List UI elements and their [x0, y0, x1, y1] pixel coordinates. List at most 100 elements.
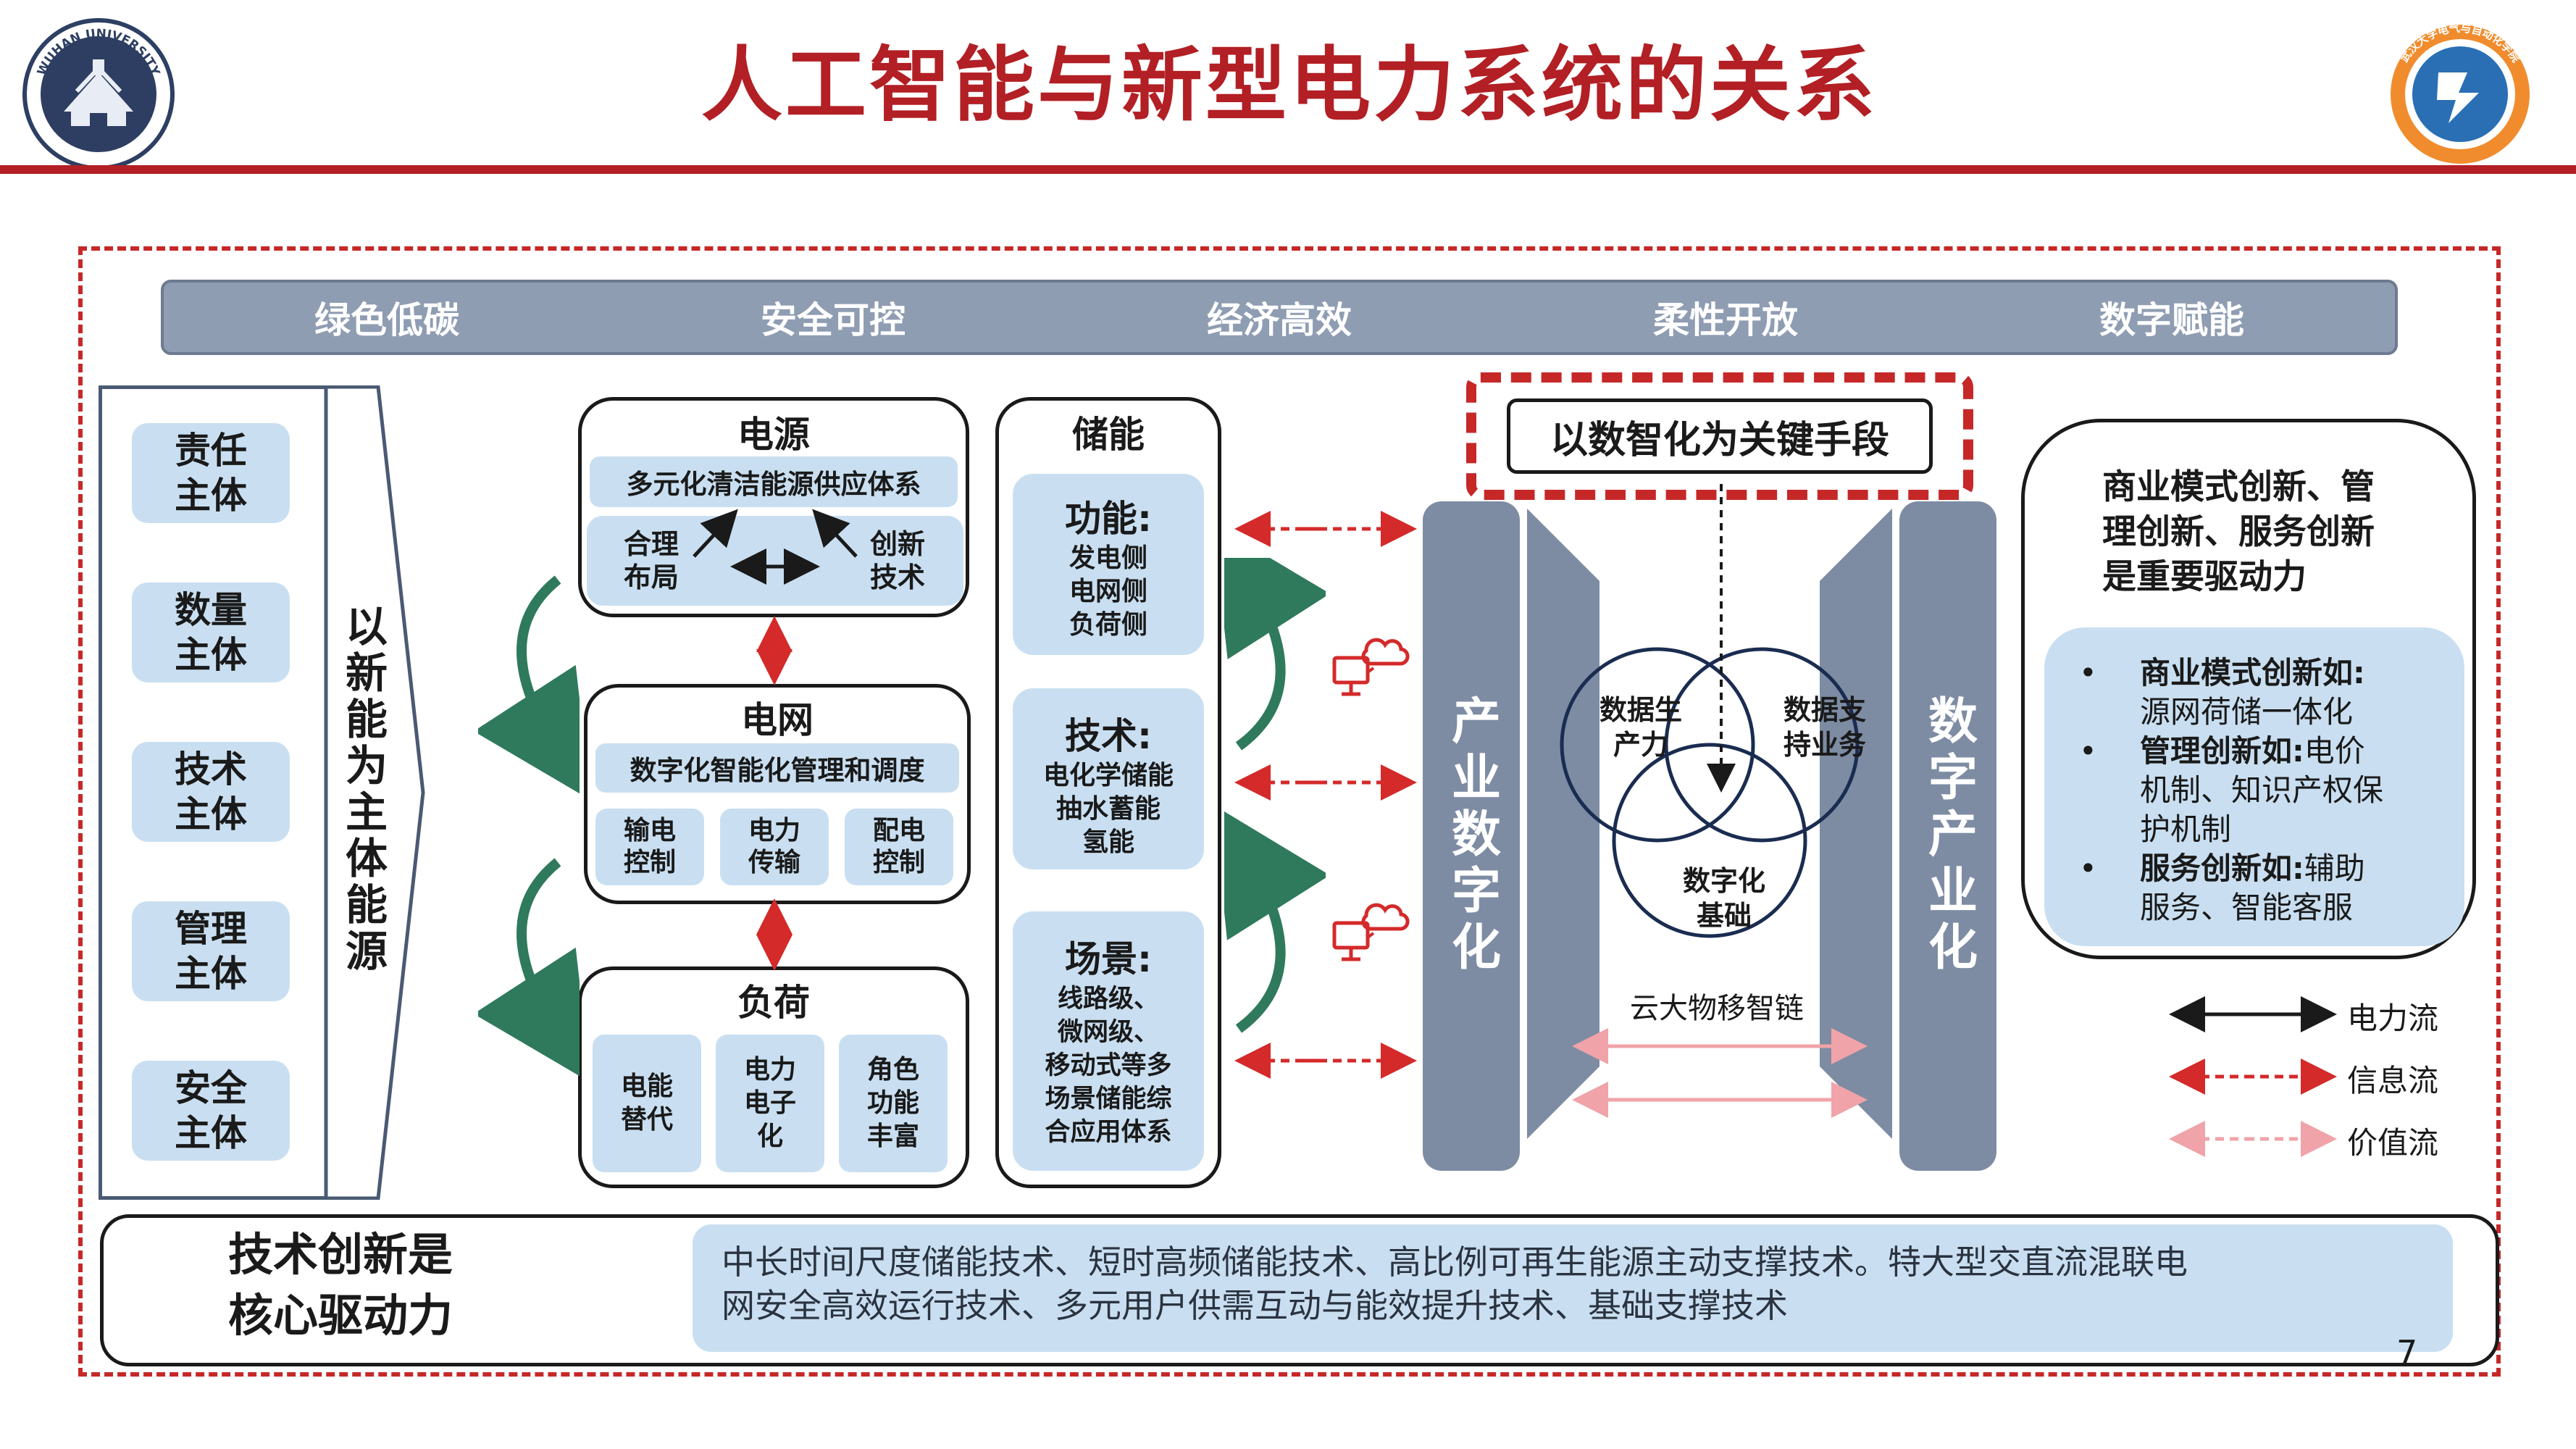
header-divider: [0, 165, 2576, 174]
load-item-line: 丰富: [866, 1122, 919, 1151]
storage-function-line: 负荷侧: [1069, 610, 1147, 640]
bullet-line: 服务、智能客服: [2140, 890, 2354, 925]
bullet-dot: •: [2079, 851, 2097, 886]
business-bullets-box: • 商业模式创新如: 源网荷储一体化 • 管理创新如:电价 机制、知识产权保 护…: [2044, 627, 2464, 946]
key-means-dashed-frame: [1466, 372, 1973, 500]
power-source-subtitle: 多元化清洁能源供应体系: [590, 456, 958, 507]
tech-label-line: 核心驱动力: [227, 1289, 453, 1342]
load-item-line: 电子: [743, 1088, 796, 1118]
label-line: 创新: [869, 528, 925, 560]
grid-item-line: 输电: [623, 816, 676, 845]
subject-security: 安全主体: [132, 1061, 290, 1161]
storage-tech-line: 电化学储能: [1042, 761, 1174, 790]
cloud-chain-label: 云大物移智链: [1630, 992, 1804, 1025]
subject-line: 主体: [175, 953, 247, 995]
storage-function-box: 功能: 发电侧 电网侧 负荷侧: [1013, 474, 1204, 655]
storage-scene-line: 微网级、: [1057, 1018, 1159, 1047]
legend-arrows: [2169, 996, 2337, 1157]
subject-line: 主体: [175, 1112, 247, 1154]
bullet-rest: 辅助: [2304, 851, 2365, 886]
key-means-box: 以数智化为关键手段: [1507, 398, 1933, 474]
storage-scene-head: 场景:: [1065, 938, 1152, 980]
load-item-role-function: 角色功能丰富: [839, 1035, 948, 1172]
legend-value-flow: 价值流: [2347, 1125, 2439, 1161]
subject-management: 管理主体: [132, 901, 290, 1001]
load-item-line: 角色: [866, 1055, 919, 1085]
source-arrows: [693, 509, 858, 585]
outer-frame: [78, 246, 2501, 1377]
green-cycle-arrows-right: [1224, 558, 1326, 1033]
bullet-line: 护机制: [2140, 811, 2232, 847]
green-cycle-arrows-left: [478, 575, 580, 1080]
circle-data-productivity: 数据生产力: [1586, 693, 1695, 765]
grid-title: 电网: [741, 699, 814, 741]
circle-digital-foundation: 数字化基础: [1652, 864, 1797, 936]
load-item-line: 电能: [620, 1072, 673, 1101]
subject-technology: 技术主体: [132, 742, 290, 842]
storage-scene-line: 场景储能综: [1045, 1085, 1172, 1114]
grid-item-distribution-control: 配电控制: [845, 809, 953, 885]
label-line: 布局: [623, 561, 679, 593]
characteristics-bar: 绿色低碳 安全可控 经济高效 柔性开放 数字赋能: [161, 280, 2398, 355]
power-source-title: 电源: [737, 414, 810, 456]
horizontal-info-arrows: [1234, 511, 1417, 1079]
storage-scene-line: 移动式等多: [1045, 1051, 1172, 1080]
characteristic-flexible: 柔性开放: [1653, 299, 1798, 341]
funnel-walls: [1527, 509, 1892, 1139]
storage-scene-box: 场景: 线路级、 微网级、 移动式等多 场景储能综 合应用体系: [1013, 911, 1204, 1171]
grid-subtitle: 数字化智能化管理和调度: [595, 743, 959, 793]
storage-tech-box: 技术: 电化学储能 抽水蓄能 氢能: [1013, 688, 1204, 869]
grid-item-line: 控制: [623, 848, 676, 877]
circle-text-line: 数字化: [1682, 865, 1765, 897]
circle-text-line: 数据生: [1599, 694, 1682, 726]
subject-line: 技术: [175, 748, 247, 790]
storage-tech-head: 技术:: [1065, 715, 1152, 757]
power-source-layout-label: 合理布局: [606, 523, 697, 598]
load-item-electric-substitution: 电能替代: [593, 1035, 701, 1172]
business-heading: 商业模式创新、管 理创新、服务创新 是重要驱动力: [2102, 465, 2435, 610]
storage-function-head: 功能:: [1065, 498, 1152, 540]
bullet-bold: 管理创新如:: [2140, 733, 2304, 769]
characteristic-economy: 经济高效: [1207, 299, 1352, 341]
storage-title: 储能: [1072, 414, 1145, 456]
storage-scene-line: 合应用体系: [1045, 1118, 1172, 1147]
characteristic-safety: 安全可控: [761, 299, 906, 341]
grid-item-line: 控制: [872, 848, 925, 877]
cloud-network-icon: [1332, 638, 1410, 696]
page-number: 7: [2396, 1333, 2418, 1372]
bullet-rest: 电价: [2304, 733, 2365, 769]
industry-digitalization-pillar: 产业数字化: [1423, 501, 1520, 1171]
bullet-bold: 服务创新如:: [2140, 851, 2304, 886]
subject-responsibility: 责任主体: [132, 423, 290, 523]
cloud-network-icon: [1332, 903, 1410, 961]
storage-function-line: 电网侧: [1069, 577, 1147, 606]
digital-industrialization-pillar: 数字产业化: [1899, 501, 1996, 1171]
business-bullet-service: 服务创新如:辅助 服务、智能客服: [2140, 849, 2451, 927]
legend-power-flow: 电力流: [2347, 1001, 2439, 1036]
load-item-power-electronics: 电力电子化: [716, 1035, 824, 1172]
grid-item-transmission-control: 输电控制: [595, 809, 704, 885]
circle-text-line: 产力: [1613, 729, 1668, 761]
label-line: 合理: [623, 528, 679, 560]
load-item-line: 电力: [743, 1055, 796, 1085]
bullet-bold: 商业模式创新如:: [2140, 655, 2365, 690]
label-line: 技术: [869, 561, 925, 593]
circle-text-line: 数据支: [1783, 694, 1866, 726]
subject-line: 安全: [175, 1067, 247, 1109]
grid-item-line: 电力: [748, 816, 800, 845]
tech-innovation-text-box: 中长时间尺度储能技术、短时高频储能技术、高比例可再生能源主动支撑技术。特大型交直…: [693, 1224, 2453, 1352]
subject-line: 主体: [175, 634, 247, 676]
subject-line: 主体: [175, 475, 247, 517]
subject-quantity: 数量主体: [132, 582, 290, 682]
characteristic-green: 绿色低碳: [314, 299, 459, 341]
grid-item-power-transmission: 电力传输: [720, 809, 829, 885]
tech-text-line: 网安全高效运行技术、多元用户供需互动与能效提升技术、基础支撑技术: [722, 1286, 1788, 1325]
bullet-line: 机制、知识产权保: [2140, 772, 2384, 808]
side-arrow-shape: [324, 385, 425, 1200]
digital-venn-diagram: [1560, 484, 1868, 1118]
vertical-info-arrows: [756, 616, 793, 971]
characteristic-digital: 数字赋能: [2099, 299, 2244, 341]
business-heading-line: 是重要驱动力: [2102, 557, 2307, 597]
tech-text-line: 中长时间尺度储能技术、短时高频储能技术、高比例可再生能源主动支撑技术。特大型交直…: [722, 1243, 2188, 1282]
tech-innovation-label: 技术创新是 核心驱动力: [138, 1224, 543, 1355]
